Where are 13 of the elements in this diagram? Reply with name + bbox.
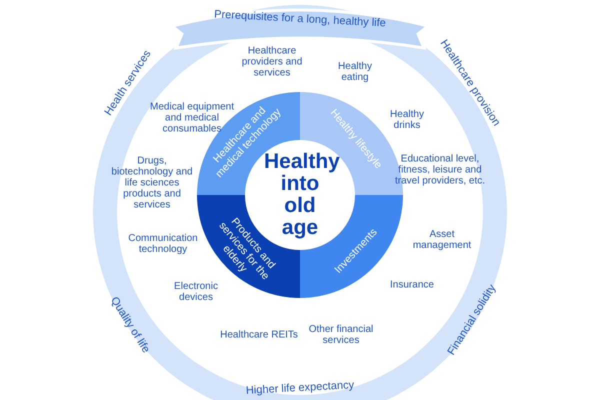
category-label: Educational level, fitness, leisure and travel providers, etc. [394, 154, 486, 186]
ring-label: Higher life expectancy [246, 379, 354, 397]
category-label: Asset management [412, 229, 472, 251]
category-label: Communication technology [127, 233, 199, 255]
category-label: Other financial services [308, 324, 374, 346]
category-label: Electronic devices [173, 281, 219, 303]
category-label: Healthcare REITs [219, 330, 299, 340]
category-label: Insurance [389, 280, 435, 290]
category-label: Drugs, biotechnology and life sciences products and services [110, 156, 194, 210]
category-label: Healthcare providers and services [240, 46, 304, 78]
category-label: Healthy eating [337, 61, 373, 83]
category-label: Healthy drinks [389, 109, 425, 131]
ring-label: Prerequisites for a long, healthy life [214, 8, 386, 30]
